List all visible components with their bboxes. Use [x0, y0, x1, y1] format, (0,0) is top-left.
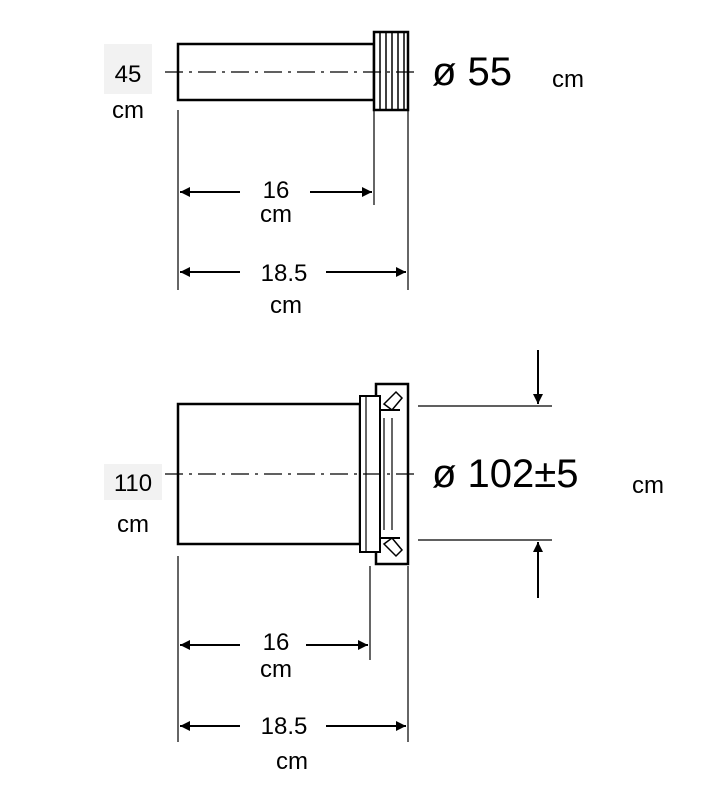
bottom-total-length-unit: cm [276, 748, 308, 775]
bottom-fitting: 110 cm 16 cm 18.5 cm ø 102±5 cm [104, 350, 664, 775]
bottom-diameter-unit: cm [632, 472, 664, 499]
top-inner-length-value: 16 [263, 177, 290, 204]
bottom-total-length-value: 18.5 [261, 713, 308, 740]
top-threaded-connector [372, 30, 410, 112]
bottom-diameter-label: ø 102±5 [432, 452, 578, 496]
bottom-left-label-bg [104, 464, 162, 500]
top-left-value: 45 [115, 61, 142, 88]
top-left-unit: cm [112, 97, 144, 124]
bottom-left-value: 110 [114, 470, 152, 497]
bottom-inner-length-value: 16 [263, 629, 290, 656]
bottom-left-unit: cm [117, 511, 149, 538]
top-left-label-bg [104, 44, 152, 94]
bottom-inner-length-unit: cm [260, 656, 292, 683]
top-fitting: 45 cm 16 cm 18.5 cm ø 55 cm [104, 30, 584, 319]
top-diameter-label: ø 55 [432, 50, 512, 94]
top-diameter-unit: cm [552, 66, 584, 93]
top-total-length-value: 18.5 [261, 260, 308, 287]
top-total-length-unit: cm [270, 292, 302, 319]
top-inner-length-unit: cm [260, 201, 292, 228]
